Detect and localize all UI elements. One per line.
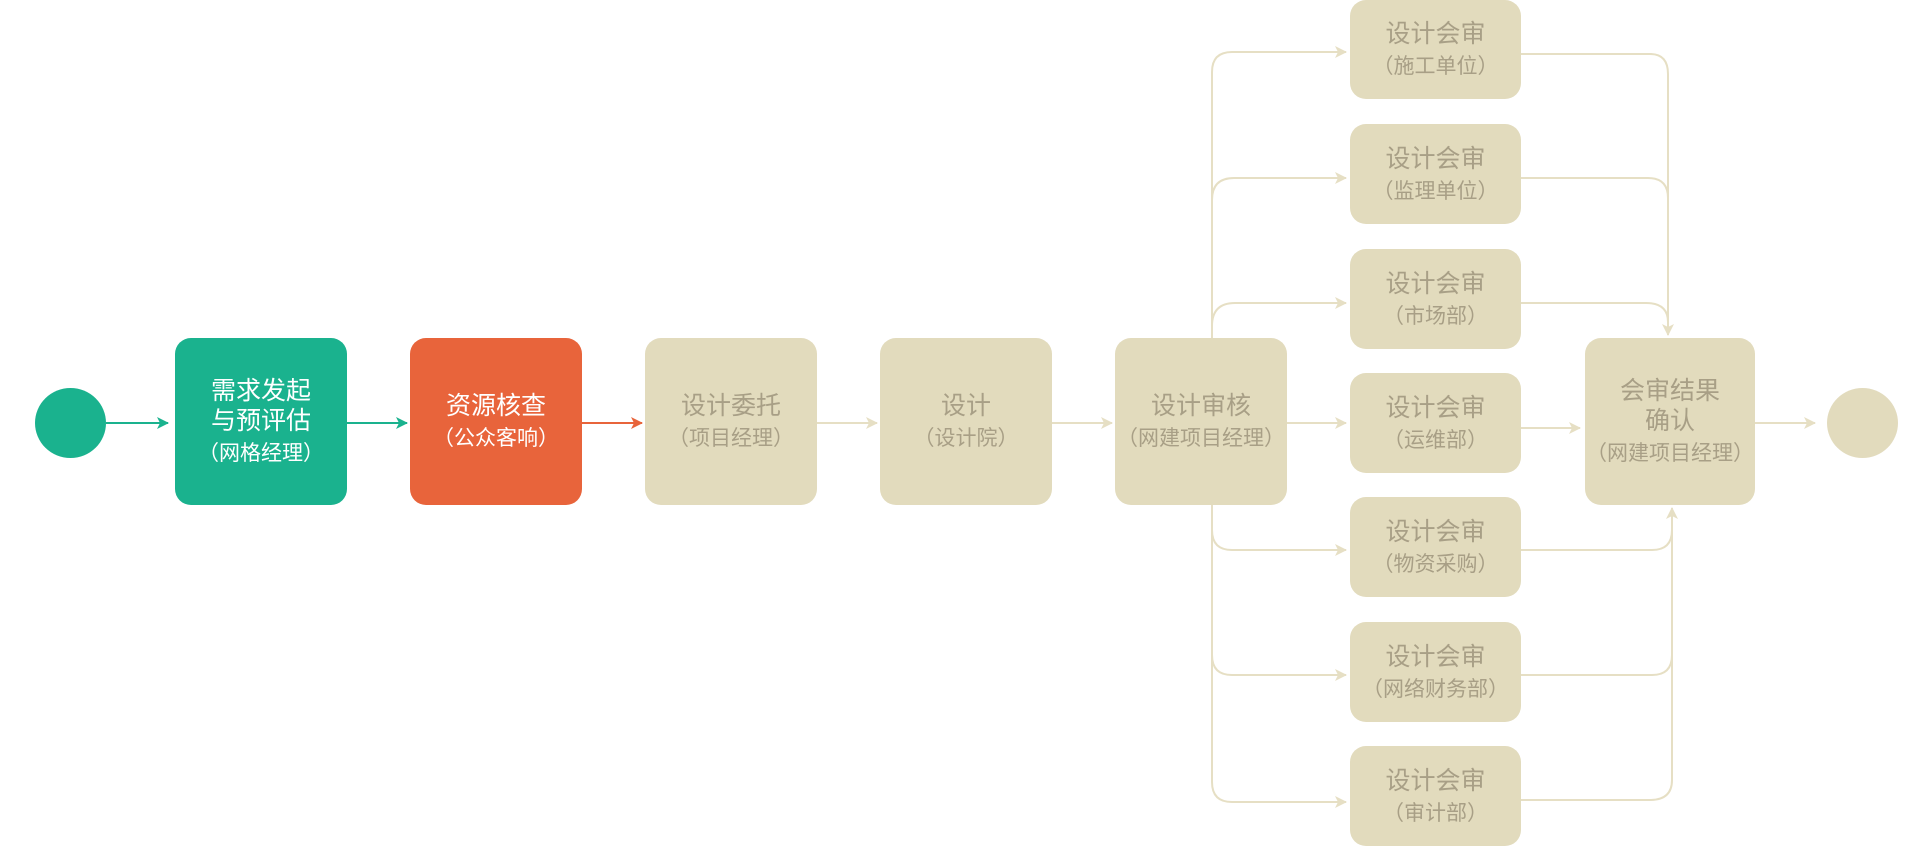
node-joint-review-7: 设计会审 （审计部） [1350,746,1521,846]
node-joint-review-7-title: 设计会审 [1385,765,1486,795]
merge-from-joint-6 [1521,654,1673,676]
node-review-title: 设计审核 [1150,391,1251,420]
branch-to-joint-1 [1211,46,1347,338]
end-node [1827,388,1898,458]
node-joint-review-3-title: 设计会审 [1385,268,1486,298]
node-initiate-title-1: 需求发起 [210,376,311,405]
node-joint-review-4-title: 设计会审 [1385,392,1486,422]
merge-from-joint-7 [1521,507,1678,801]
branch-to-joint-2 [1211,172,1347,201]
node-commission-title: 设计委托 [680,391,781,420]
branch-to-joint-7 [1211,505,1347,808]
node-joint-review-3: 设计会审 （市场部） [1350,249,1521,349]
merge-from-joint-1 [1521,53,1674,336]
node-joint-review-6-title: 设计会审 [1385,641,1486,671]
node-joint-review-4: 设计会审 （运维部） [1350,373,1521,473]
node-result: 会审结果 确认 （网建项目经理） [1585,338,1755,505]
branch-to-joint-6 [1211,654,1347,681]
node-resource: 资源核查 （公众客响） [410,338,582,505]
node-joint-review-4-sub: （运维部） [1383,427,1488,452]
branch-to-joint-5 [1211,505,1347,556]
node-design-sub: （设计院） [913,426,1019,450]
node-result-sub: （网建项目经理） [1586,441,1754,465]
node-resource-title: 资源核查 [445,391,546,420]
node-joint-review-7-sub: （审计部） [1383,800,1488,825]
start-node [35,388,106,458]
branch-to-joint-3 [1211,297,1347,327]
node-joint-review-5-title: 设计会审 [1385,516,1486,546]
node-joint-review-2-sub: （监理单位） [1372,178,1499,203]
node-joint-review-5: 设计会审 （物资采购） [1350,497,1521,597]
node-resource-sub: （公众客响） [433,426,559,450]
node-joint-review-2: 设计会审 （监理单位） [1350,124,1521,224]
node-initiate: 需求发起 与预评估 （网格经理） [175,338,347,505]
node-initiate-sub: （网格经理） [198,441,324,465]
merge-from-joint-5 [1521,529,1673,551]
node-commission: 设计委托 （项目经理） [645,338,817,505]
node-joint-review-5-sub: （物资采购） [1372,551,1499,576]
node-joint-review-1-title: 设计会审 [1385,19,1486,48]
node-review: 设计审核 （网建项目经理） [1115,338,1287,505]
node-review-sub: （网建项目经理） [1117,426,1285,450]
node-joint-review-3-sub: （市场部） [1383,303,1488,328]
node-result-title-1: 会审结果 [1619,376,1720,405]
node-joint-review-2-title: 设计会审 [1385,143,1486,173]
node-result-title-2: 确认 [1644,406,1695,435]
node-initiate-title-2: 与预评估 [210,406,311,435]
merge-from-joint-3 [1521,302,1669,323]
merge-from-joint-2 [1521,177,1669,199]
node-joint-review-1-sub: （施工单位） [1372,54,1499,78]
node-design-title: 设计 [940,391,991,420]
node-joint-review-6: 设计会审 （网络财务部） [1350,622,1521,722]
node-joint-review-1: 设计会审 （施工单位） [1350,0,1521,99]
node-joint-review-6-sub: （网络财务部） [1362,676,1509,701]
node-commission-sub: （项目经理） [668,426,794,450]
node-design: 设计 （设计院） [880,338,1052,505]
